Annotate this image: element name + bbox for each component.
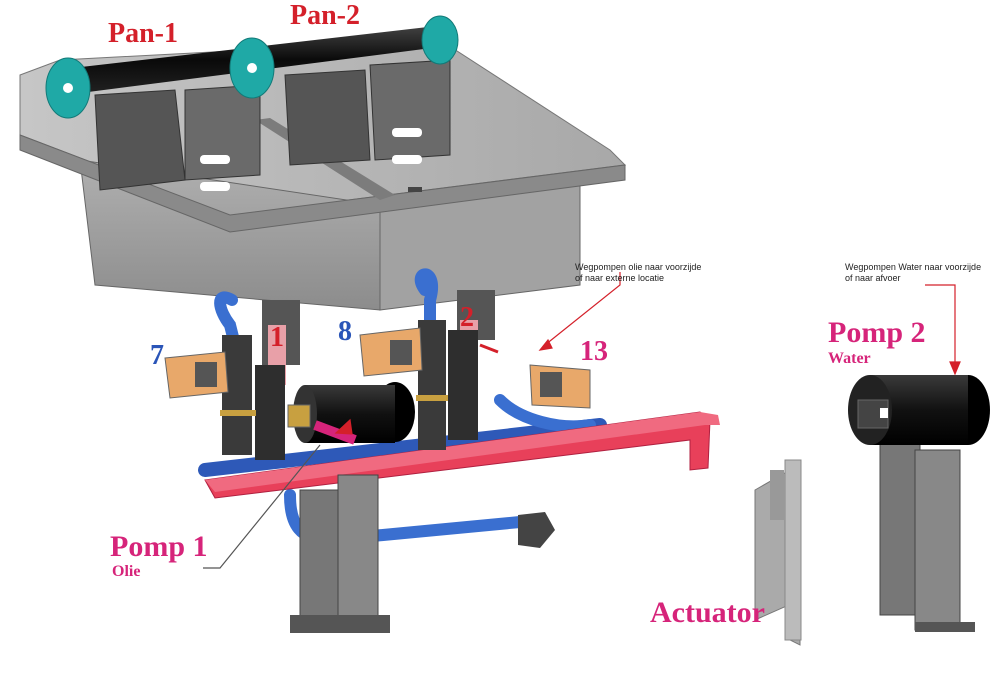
pump-2 — [848, 375, 990, 632]
actuator-label: Actuator — [650, 596, 765, 629]
callout-7: 7 — [150, 340, 164, 371]
fryer-tank — [19, 39, 627, 311]
water-note-line-1: Wegpompen Water naar voorzijde — [845, 262, 982, 272]
pomp-1-label: Pomp 1 — [110, 530, 208, 563]
pan-1-label: Pan-1 — [108, 18, 178, 49]
pomp-2-label: Pomp 2 — [828, 316, 926, 349]
basket-lift-rod — [45, 15, 459, 119]
callout-1: 1 — [270, 322, 284, 353]
pan-2-label: Pan-2 — [290, 0, 360, 31]
callout-8: 8 — [338, 316, 352, 347]
oil-manifold — [204, 411, 720, 499]
callout-2: 2 — [460, 302, 474, 333]
pomp-1-sublabel: Olie — [112, 563, 141, 580]
oil-note-line-2: of naar externe locatie — [575, 273, 665, 283]
actuator-part — [754, 459, 802, 646]
pump-1 — [287, 382, 415, 445]
leader-lines — [203, 272, 961, 569]
oil-note-line-1: Wegpompen olie naar voorzijde — [575, 262, 702, 272]
valves — [220, 320, 478, 460]
valve-actuators — [164, 327, 591, 409]
support-stand — [290, 474, 555, 633]
water-note-line-2: of naar afvoer — [845, 273, 901, 283]
callout-13: 13 — [580, 336, 608, 367]
pomp-2-sublabel: Water — [828, 350, 871, 367]
